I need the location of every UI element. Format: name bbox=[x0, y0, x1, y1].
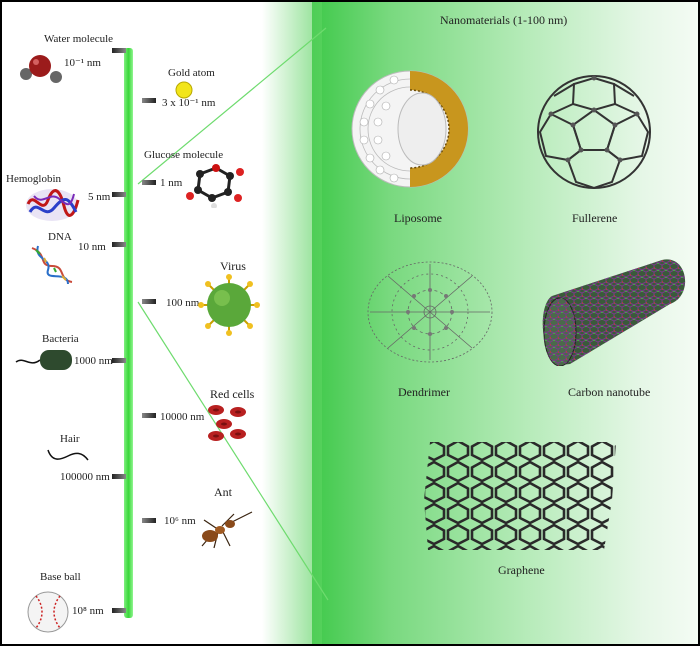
ant-label: Ant bbox=[214, 485, 232, 499]
dendrimer-icon bbox=[367, 261, 493, 363]
tick-virus bbox=[142, 299, 156, 304]
tick-ant bbox=[142, 518, 156, 523]
hemoglobin-label: Hemoglobin bbox=[6, 173, 61, 185]
liposome-label: Liposome bbox=[394, 211, 442, 225]
carbon-nanotube-label: Carbon nanotube bbox=[568, 385, 651, 399]
water-molecule-size: 10⁻¹ nm bbox=[64, 57, 101, 69]
fullerene-label: Fullerene bbox=[572, 211, 618, 225]
hair-label: Hair bbox=[60, 433, 80, 445]
bacteria-label: Bacteria bbox=[42, 333, 79, 345]
tick-gold bbox=[142, 98, 156, 103]
virus-icon bbox=[198, 274, 260, 336]
red-cells-size: 10000 nm bbox=[160, 411, 205, 423]
tick-hemoglobin bbox=[112, 192, 126, 197]
baseball-size: 10⁸ nm bbox=[72, 605, 104, 617]
ant-size: 10⁶ nm bbox=[164, 515, 196, 527]
tick-hair bbox=[112, 474, 126, 479]
red-cells-icon bbox=[208, 405, 246, 441]
tick-water bbox=[112, 48, 126, 53]
virus-size: 100 nm bbox=[166, 297, 200, 309]
tick-red-cells bbox=[142, 413, 156, 418]
ant-icon bbox=[201, 511, 253, 549]
panel-fade bbox=[262, 2, 322, 644]
dna-label: DNA bbox=[48, 231, 72, 243]
dna-size: 10 nm bbox=[78, 241, 106, 253]
baseball-icon bbox=[27, 591, 69, 633]
virus-label: Virus bbox=[220, 259, 246, 273]
tick-glucose bbox=[142, 180, 156, 185]
tick-bacteria bbox=[112, 358, 126, 363]
graphene-label: Graphene bbox=[498, 563, 545, 577]
hair-size: 100000 nm bbox=[60, 471, 110, 483]
bacteria-icon bbox=[15, 350, 72, 370]
tick-baseball bbox=[112, 608, 126, 613]
glucose-label: Glucose molecule bbox=[144, 149, 224, 161]
gold-atom-label: Gold atom bbox=[168, 67, 215, 79]
baseball-label: Base ball bbox=[40, 571, 81, 583]
gold-atom-icon bbox=[175, 81, 193, 99]
water-molecule-icon bbox=[20, 55, 62, 83]
graphene-icon bbox=[424, 442, 616, 550]
panel-title: Nanomaterials (1-100 nm) bbox=[440, 13, 568, 27]
water-molecule-label: Water molecule bbox=[44, 33, 114, 45]
hemoglobin-icon bbox=[26, 189, 80, 221]
fullerene-icon bbox=[537, 75, 651, 190]
carbon-nanotube-icon bbox=[542, 259, 686, 366]
bacteria-size: 1000 nm bbox=[74, 355, 113, 367]
hemoglobin-size: 5 nm bbox=[88, 191, 111, 203]
glucose-molecule-icon bbox=[186, 164, 244, 208]
hair-icon bbox=[47, 449, 89, 461]
glucose-size: 1 nm bbox=[160, 177, 183, 189]
dna-icon bbox=[31, 245, 73, 285]
liposome-icon bbox=[351, 70, 469, 188]
dendrimer-label: Dendrimer bbox=[398, 385, 450, 399]
gold-atom-size: 3 x 10⁻¹ nm bbox=[162, 97, 216, 109]
tick-dna bbox=[112, 242, 126, 247]
scale-axis bbox=[124, 48, 133, 618]
red-cells-label: Red cells bbox=[210, 387, 255, 401]
